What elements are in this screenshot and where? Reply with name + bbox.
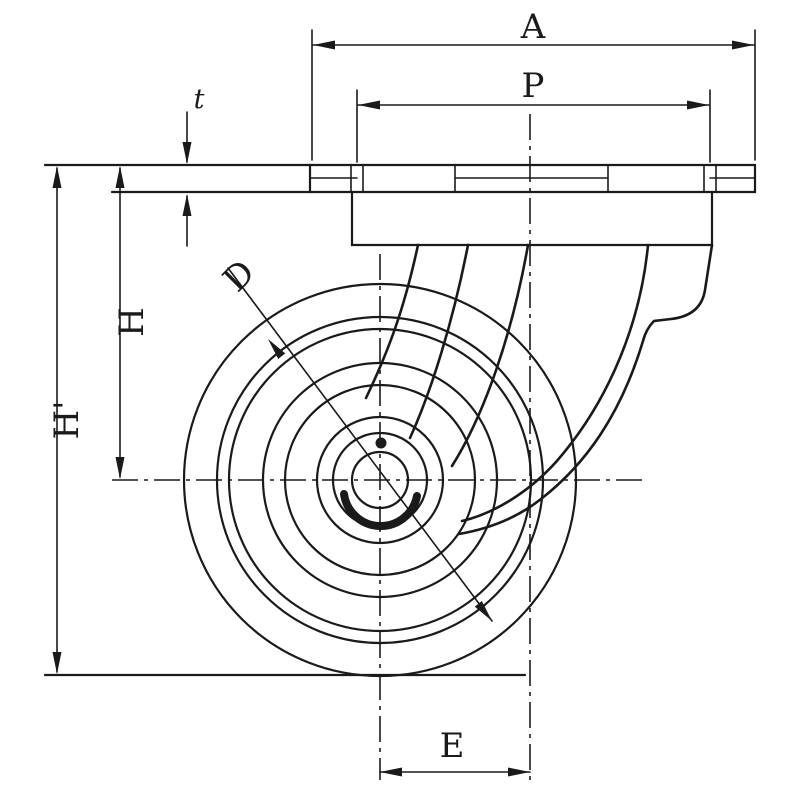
rim-outer-circle <box>227 327 533 633</box>
dim-t-arrow-up <box>182 194 192 216</box>
dim-A: A <box>311 7 756 161</box>
fork <box>364 243 714 536</box>
swivel-housing <box>350 190 714 247</box>
fork-leg-inner <box>460 243 650 523</box>
dim-H-arrow-down <box>115 457 125 479</box>
dim-P-arrow-right <box>687 100 709 110</box>
axle-nut-arc <box>340 490 421 530</box>
reference-lines <box>43 163 527 677</box>
axle-circle <box>350 450 410 510</box>
dim-H-label: H <box>112 307 152 337</box>
dim-E-arrow-left <box>380 767 402 777</box>
rim-inner-circle <box>283 383 477 577</box>
dim-t-arrow-down <box>182 142 192 164</box>
swivel-body <box>350 190 714 247</box>
dim-A-arrow-right <box>732 40 754 50</box>
dim-A-label: A <box>520 7 546 47</box>
dim-t-label: t <box>194 84 205 115</box>
dim-H: H <box>112 166 152 479</box>
dim-D-arrow-lower <box>474 601 492 621</box>
dim-P-label: P <box>522 66 545 106</box>
dim-A-arrow-left <box>313 40 335 50</box>
race-bolt-dot <box>375 437 387 449</box>
fork-curve-1 <box>364 243 420 400</box>
rim-circle <box>261 361 499 599</box>
dim-P: P <box>356 66 711 163</box>
dim-D-line <box>227 267 493 622</box>
mounting-plate <box>308 163 757 194</box>
dim-H-prime-arrow-down <box>52 652 62 674</box>
dim-D-arrow-upper <box>268 339 286 359</box>
centerlines <box>112 114 648 780</box>
fork-curve-3 <box>450 243 530 468</box>
hub-outer-circle <box>315 415 445 545</box>
dim-t: t <box>182 84 205 247</box>
dim-P-arrow-left <box>358 100 380 110</box>
dim-E-arrow-right <box>508 767 530 777</box>
fork-leg-outer <box>457 243 714 536</box>
dim-H-prime-arrow-up <box>52 166 62 188</box>
dim-E-label: E <box>440 726 465 766</box>
hub-details <box>340 437 421 530</box>
plate-outline <box>308 163 757 194</box>
tire-inner-circle <box>215 315 545 645</box>
dim-D-label: D <box>215 252 263 300</box>
dim-H-arrow-up <box>115 166 125 188</box>
dim-E: E <box>379 726 531 777</box>
dim-H-prime-label: H' <box>47 401 87 440</box>
fork-curve-2 <box>408 243 470 440</box>
dim-H-prime: H' <box>47 166 87 674</box>
